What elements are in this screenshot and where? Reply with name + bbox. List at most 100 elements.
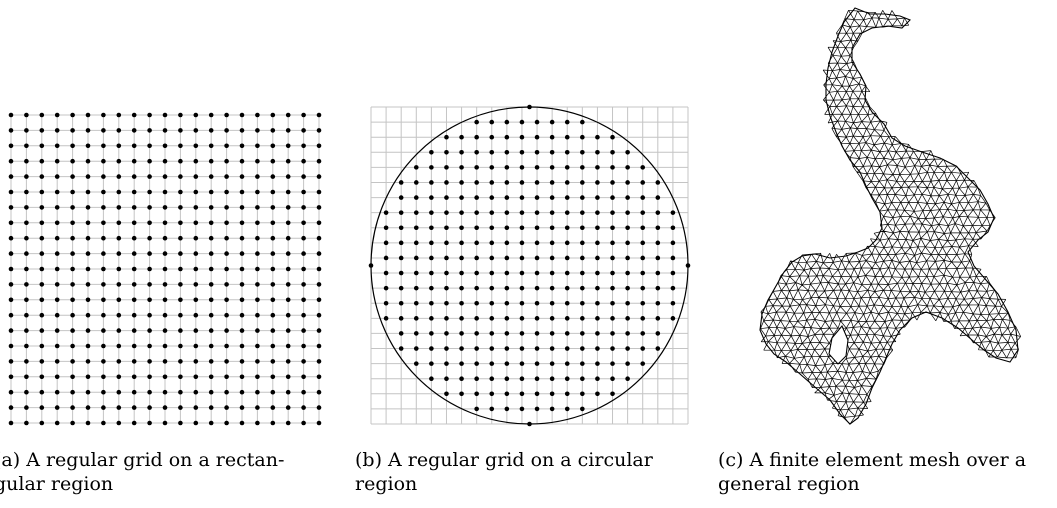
grid-point bbox=[147, 174, 152, 179]
grid-point bbox=[24, 420, 29, 426]
grid-point bbox=[193, 128, 199, 133]
grid-point bbox=[85, 266, 91, 272]
grid-point bbox=[101, 312, 106, 318]
grid-point bbox=[8, 389, 14, 395]
grid-point bbox=[625, 331, 630, 336]
grid-point bbox=[316, 235, 322, 241]
grid-point bbox=[85, 189, 91, 195]
grid-point bbox=[239, 297, 245, 303]
grid-point bbox=[147, 235, 152, 241]
grid-point bbox=[54, 328, 60, 333]
grid-point bbox=[413, 270, 419, 276]
grid-point bbox=[178, 266, 183, 272]
grid-point bbox=[178, 359, 183, 364]
grid-point bbox=[519, 361, 525, 366]
grid-point bbox=[413, 165, 419, 170]
grid-point bbox=[208, 297, 214, 303]
grid-point bbox=[504, 331, 510, 336]
grid-point bbox=[301, 282, 306, 287]
grid-point bbox=[549, 376, 555, 382]
grid-point bbox=[131, 220, 137, 226]
grid-point bbox=[54, 405, 60, 410]
grid-point bbox=[101, 143, 106, 149]
grid-point bbox=[595, 270, 600, 276]
grid-point bbox=[193, 174, 199, 179]
grid-point bbox=[147, 143, 152, 149]
grid-point bbox=[413, 300, 419, 306]
grid-point bbox=[116, 235, 122, 241]
grid-point bbox=[595, 210, 600, 215]
grid-point bbox=[519, 240, 525, 246]
grid-point bbox=[564, 180, 570, 185]
grid-point bbox=[489, 270, 495, 276]
grid-point bbox=[85, 205, 91, 210]
grid-point bbox=[459, 285, 464, 291]
grid-point bbox=[316, 220, 322, 226]
grid-point bbox=[504, 361, 510, 366]
grid-point bbox=[519, 285, 525, 291]
grid-point bbox=[301, 312, 306, 318]
grid-point bbox=[270, 374, 276, 380]
grid-point bbox=[178, 189, 183, 195]
grid-point bbox=[549, 149, 555, 155]
mesh-hole-boundary bbox=[828, 324, 849, 365]
grid-point bbox=[429, 149, 434, 155]
grid-point bbox=[178, 205, 183, 210]
grid-point bbox=[208, 328, 214, 333]
grid-point bbox=[101, 359, 106, 364]
grid-point bbox=[24, 297, 29, 303]
grid-point bbox=[85, 328, 91, 333]
grid-point bbox=[519, 376, 525, 382]
grid-point bbox=[193, 205, 199, 210]
grid-point bbox=[101, 405, 106, 410]
grid-point bbox=[459, 376, 464, 382]
grid-point bbox=[24, 189, 29, 195]
grid-point bbox=[316, 282, 322, 287]
grid-point bbox=[459, 361, 464, 366]
grid-point bbox=[580, 210, 585, 215]
grid-point bbox=[224, 282, 229, 287]
grid-point bbox=[655, 180, 661, 185]
grid-point bbox=[162, 328, 168, 333]
grid-point bbox=[595, 180, 600, 185]
grid-point bbox=[39, 420, 45, 426]
grid-point bbox=[580, 300, 585, 306]
grid-point bbox=[534, 210, 540, 215]
grid-point bbox=[429, 240, 434, 246]
grid-point bbox=[316, 174, 322, 179]
grid-point bbox=[101, 343, 106, 349]
grid-point bbox=[147, 128, 152, 133]
grid-point bbox=[610, 225, 615, 231]
grid-point bbox=[580, 391, 585, 397]
grid-point bbox=[640, 165, 646, 170]
grid-point bbox=[670, 285, 676, 291]
grid-point bbox=[24, 389, 29, 395]
grid-point bbox=[101, 112, 106, 118]
grid-point bbox=[116, 205, 122, 210]
grid-point bbox=[474, 225, 479, 231]
grid-point bbox=[224, 374, 229, 380]
grid-point bbox=[655, 255, 661, 261]
grid-point bbox=[504, 285, 510, 291]
grid-point bbox=[444, 331, 449, 336]
grid-point bbox=[301, 189, 306, 195]
grid-point bbox=[301, 359, 306, 364]
grid-point bbox=[655, 346, 661, 351]
grid-point bbox=[208, 374, 214, 380]
grid-point bbox=[316, 251, 322, 256]
grid-point bbox=[131, 297, 137, 303]
caption-b: (b) A regular grid on a circular region bbox=[355, 449, 653, 495]
grid-point bbox=[8, 297, 14, 303]
grid-point bbox=[489, 255, 495, 261]
grid-point bbox=[162, 343, 168, 349]
grid-point bbox=[178, 174, 183, 179]
grid-point bbox=[459, 255, 464, 261]
grid-point bbox=[255, 128, 260, 133]
grid-point bbox=[285, 282, 291, 287]
grid-point bbox=[193, 158, 199, 164]
grid-point bbox=[564, 376, 570, 382]
grid-point bbox=[131, 158, 137, 164]
grid-point bbox=[24, 374, 29, 380]
grid-point bbox=[301, 374, 306, 380]
